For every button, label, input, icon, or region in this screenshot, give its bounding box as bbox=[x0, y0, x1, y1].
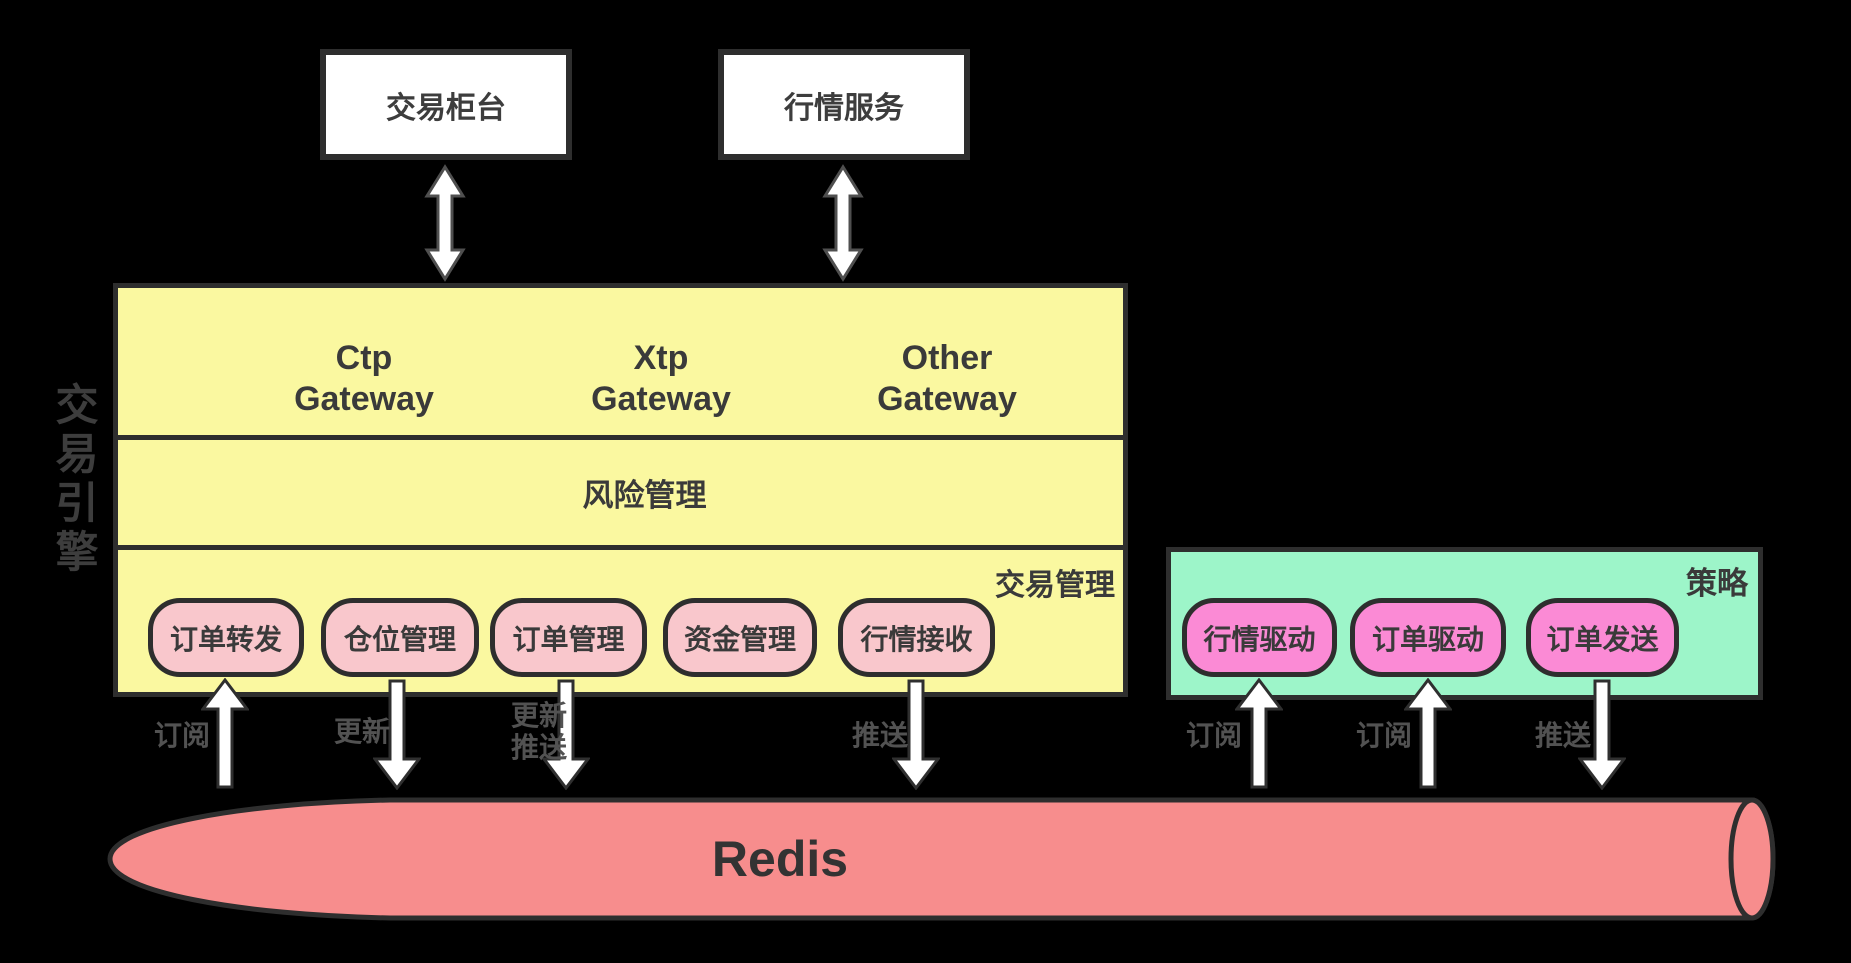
redis-label: Redis bbox=[711, 831, 849, 887]
flow-label-push: 推送 bbox=[851, 720, 908, 751]
risk-management-label: 风险管理 bbox=[582, 478, 707, 513]
gateway-ctp-line2: Gateway bbox=[294, 380, 434, 418]
module-order-forward: 订单转发 bbox=[148, 598, 304, 677]
market-service-label: 行情服务 bbox=[784, 91, 904, 125]
risk-management-row: 风险管理 bbox=[118, 440, 1123, 545]
flow-label-subscribe: 订阅 bbox=[1185, 720, 1242, 751]
gateway-other: Other Gateway bbox=[827, 338, 1067, 420]
arrow-up-icon bbox=[1235, 678, 1283, 789]
gateway-ctp: Ctp Gateway bbox=[244, 338, 484, 420]
module-position-management-label: 仓位管理 bbox=[343, 623, 456, 655]
flow-label-subscribe: 订阅 bbox=[1355, 720, 1412, 751]
flow-label-update-line: 更新 bbox=[510, 700, 567, 731]
trade-management-label: 交易管理 bbox=[995, 569, 1115, 602]
module-order-send: 订单发送 bbox=[1526, 598, 1679, 677]
trading-counter-box: 交易柜台 bbox=[320, 49, 572, 160]
module-order-management: 订单管理 bbox=[490, 598, 647, 677]
module-order-drive-label: 订单驱动 bbox=[1371, 623, 1484, 655]
arrow-down-icon bbox=[1578, 679, 1626, 790]
arrow-up-icon bbox=[1404, 678, 1452, 789]
gateway-ctp-line1: Ctp bbox=[335, 339, 393, 377]
panel-divider bbox=[117, 545, 1124, 550]
module-order-drive: 订单驱动 bbox=[1350, 598, 1506, 677]
flow-label-subscribe: 订阅 bbox=[153, 720, 210, 751]
module-order-management-label: 订单管理 bbox=[512, 623, 625, 655]
panel-divider bbox=[117, 435, 1124, 440]
flow-label-push-line: 推送 bbox=[510, 732, 567, 763]
flow-label-update-push: 更新 推送 bbox=[457, 700, 567, 764]
arrow-down-icon bbox=[542, 679, 590, 790]
double-arrow-icon bbox=[822, 164, 864, 282]
double-arrow-icon bbox=[424, 164, 466, 282]
module-fund-management: 资金管理 bbox=[663, 598, 817, 677]
flow-label-push: 推送 bbox=[1534, 720, 1591, 751]
gateway-other-line1: Other bbox=[901, 339, 993, 377]
module-market-receive-label: 行情接收 bbox=[860, 623, 973, 655]
market-service-box: 行情服务 bbox=[718, 49, 970, 160]
arrow-down-icon bbox=[373, 679, 421, 790]
flow-label-update: 更新 bbox=[333, 716, 390, 747]
module-market-receive: 行情接收 bbox=[838, 598, 995, 677]
cylinder-cap bbox=[1728, 797, 1776, 921]
arrow-up-icon bbox=[201, 678, 249, 789]
strategy-label: 策略 bbox=[1686, 566, 1748, 601]
gateway-xtp-line1: Xtp bbox=[633, 339, 689, 377]
gateway-other-line2: Gateway bbox=[877, 380, 1017, 418]
module-order-send-label: 订单发送 bbox=[1546, 623, 1659, 655]
arrow-down-icon bbox=[892, 679, 940, 790]
module-position-management: 仓位管理 bbox=[321, 598, 479, 677]
module-order-forward-label: 订单转发 bbox=[169, 623, 282, 655]
gateway-xtp: Xtp Gateway bbox=[541, 338, 781, 420]
module-fund-management-label: 资金管理 bbox=[683, 623, 796, 655]
module-market-drive-label: 行情驱动 bbox=[1203, 623, 1316, 655]
gateway-xtp-line2: Gateway bbox=[591, 380, 731, 418]
redis-cylinder bbox=[107, 797, 1776, 921]
trading-engine-vertical-label: 交易引擎 bbox=[49, 382, 97, 578]
module-market-drive: 行情驱动 bbox=[1182, 598, 1337, 677]
trading-counter-label: 交易柜台 bbox=[386, 91, 506, 125]
